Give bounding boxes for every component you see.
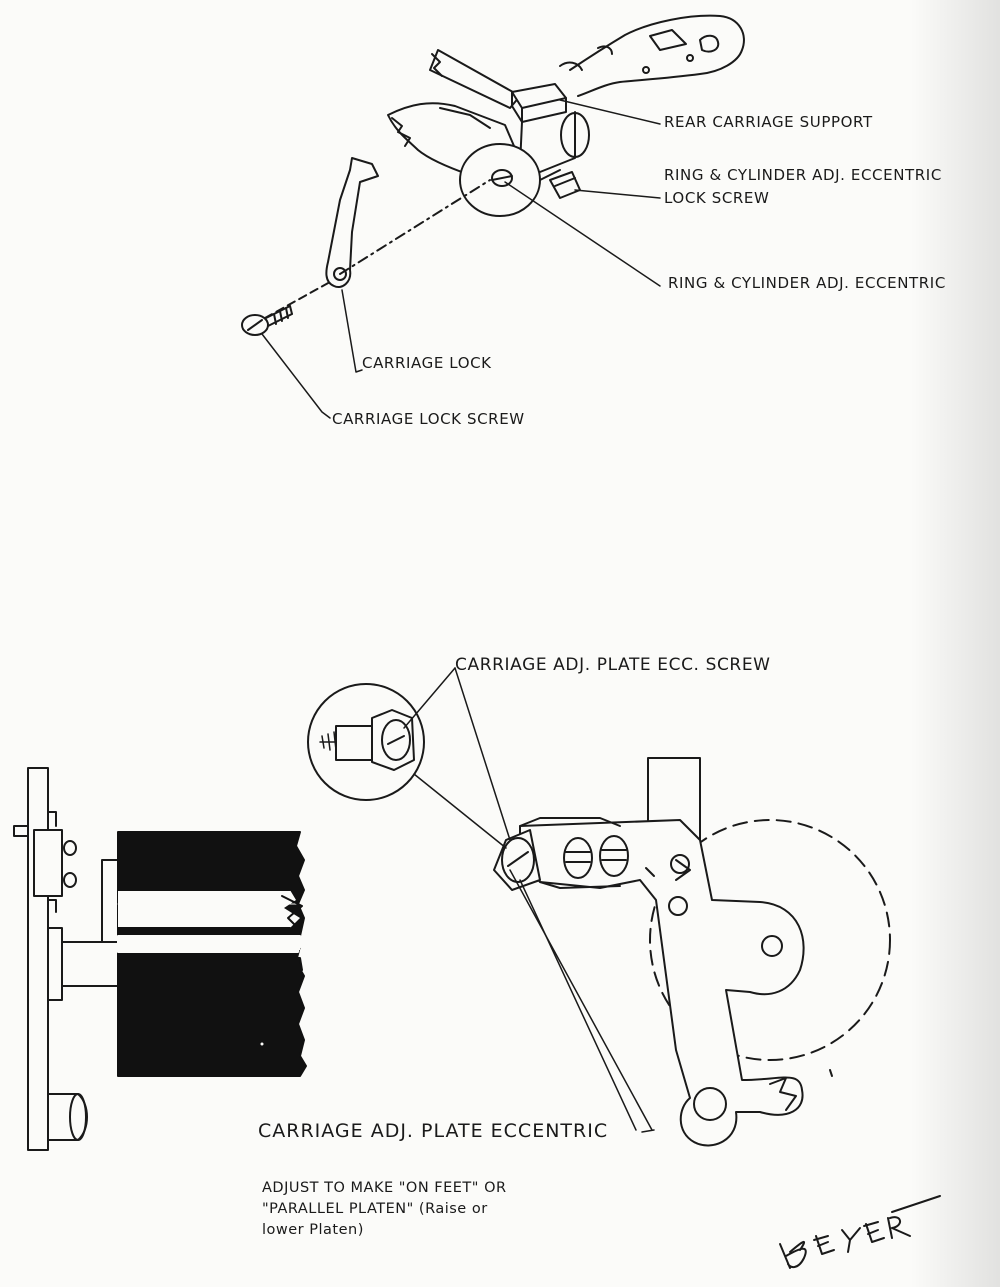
platen-cylinder — [116, 831, 307, 1077]
label-carriage-lock-screw: CARRIAGE LOCK SCREW — [332, 410, 525, 428]
rear-carriage-assembly — [387, 14, 745, 217]
carriage-adj-plate — [493, 757, 891, 1147]
carriage-lock-screw — [241, 305, 293, 336]
label-eccentric: RING & CYLINDER ADJ. ECCENTRIC — [668, 274, 946, 292]
label-plate-eccentric: CARRIAGE ADJ. PLATE ECCENTRIC — [258, 1120, 609, 1142]
label-eccentric-lock-screw-line1: RING & CYLINDER ADJ. ECCENTRIC — [664, 166, 942, 184]
top-leader-lines — [261, 99, 661, 419]
label-rear-carriage-support: REAR CARRIAGE SUPPORT — [664, 113, 873, 131]
label-eccentric-lock-screw-line2: LOCK SCREW — [664, 189, 770, 207]
carriage-lock-part — [264, 157, 491, 319]
label-plate-ecc-screw: CARRIAGE ADJ. PLATE ECC. SCREW — [455, 655, 771, 675]
label-carriage-lock: CARRIAGE LOCK — [362, 354, 492, 372]
screw-detail-circle — [307, 683, 425, 801]
note-line-3: lower Platen) — [262, 1222, 364, 1238]
adjustment-note: ADJUST TO MAKE "ON FEET" OR "PARALLEL PL… — [262, 1178, 507, 1241]
bottom-leader-lines — [403, 667, 655, 1133]
signature — [779, 1195, 941, 1269]
note-line-1: ADJUST TO MAKE "ON FEET" OR — [262, 1180, 507, 1196]
note-line-2: "PARALLEL PLATEN" (Raise or — [262, 1201, 488, 1217]
side-plate-assembly — [13, 767, 119, 1151]
